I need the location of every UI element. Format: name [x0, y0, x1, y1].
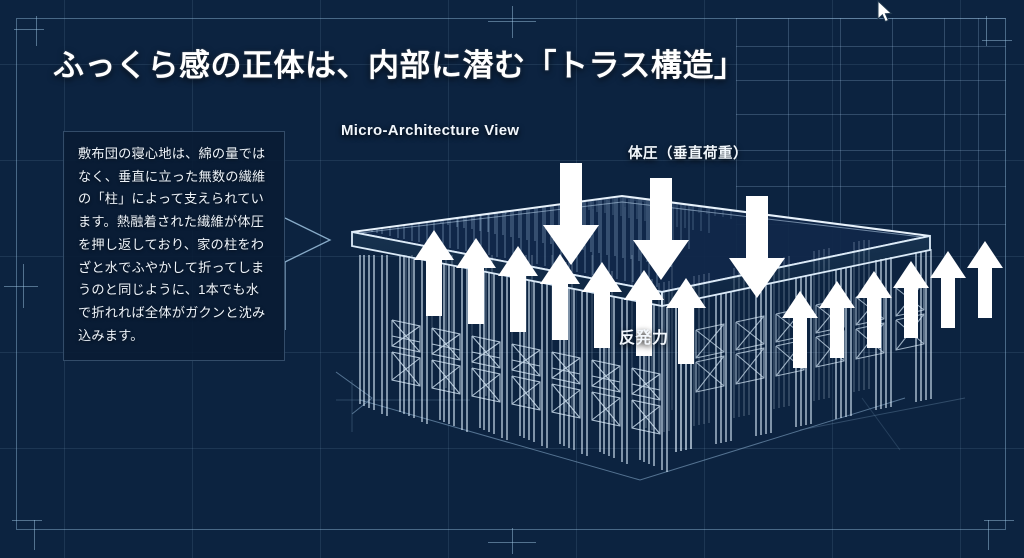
- up-arrow: [819, 281, 855, 358]
- down-arrow: [633, 178, 689, 280]
- up-arrow: [967, 241, 1003, 318]
- callout-leader: [284, 217, 332, 330]
- up-arrow: [856, 271, 892, 348]
- label-micro-architecture-view: Micro-Architecture View: [341, 122, 520, 139]
- up-arrow: [930, 251, 966, 328]
- up-arrow: [498, 246, 538, 332]
- up-arrow-group-front: [414, 230, 706, 364]
- info-panel: 敷布団の寝心地は、綿の量ではなく、垂直に立った無数の繊維の「柱」によって支えられ…: [63, 131, 285, 362]
- up-arrow: [782, 291, 818, 368]
- up-arrow: [893, 261, 929, 338]
- down-arrow: [729, 196, 785, 298]
- up-arrow: [624, 270, 664, 356]
- up-arrow: [666, 278, 706, 364]
- floor-guides: [335, 371, 966, 481]
- up-arrow: [582, 262, 622, 348]
- up-arrow: [456, 238, 496, 324]
- down-arrow-group: [543, 163, 785, 298]
- up-arrow: [540, 254, 580, 340]
- label-reaction-force: 反発力: [619, 330, 669, 347]
- page-title: ふっくら感の正体は、内部に潜む「トラス構造」: [53, 48, 746, 83]
- up-arrow: [414, 230, 454, 316]
- up-arrow-group-right: [782, 241, 1003, 368]
- info-panel-text: 敷布団の寝心地は、綿の量ではなく、垂直に立った無数の繊維の「柱」によって支えられ…: [78, 146, 266, 343]
- label-body-pressure: 体圧（垂直荷重）: [628, 146, 748, 162]
- down-arrow: [543, 163, 599, 265]
